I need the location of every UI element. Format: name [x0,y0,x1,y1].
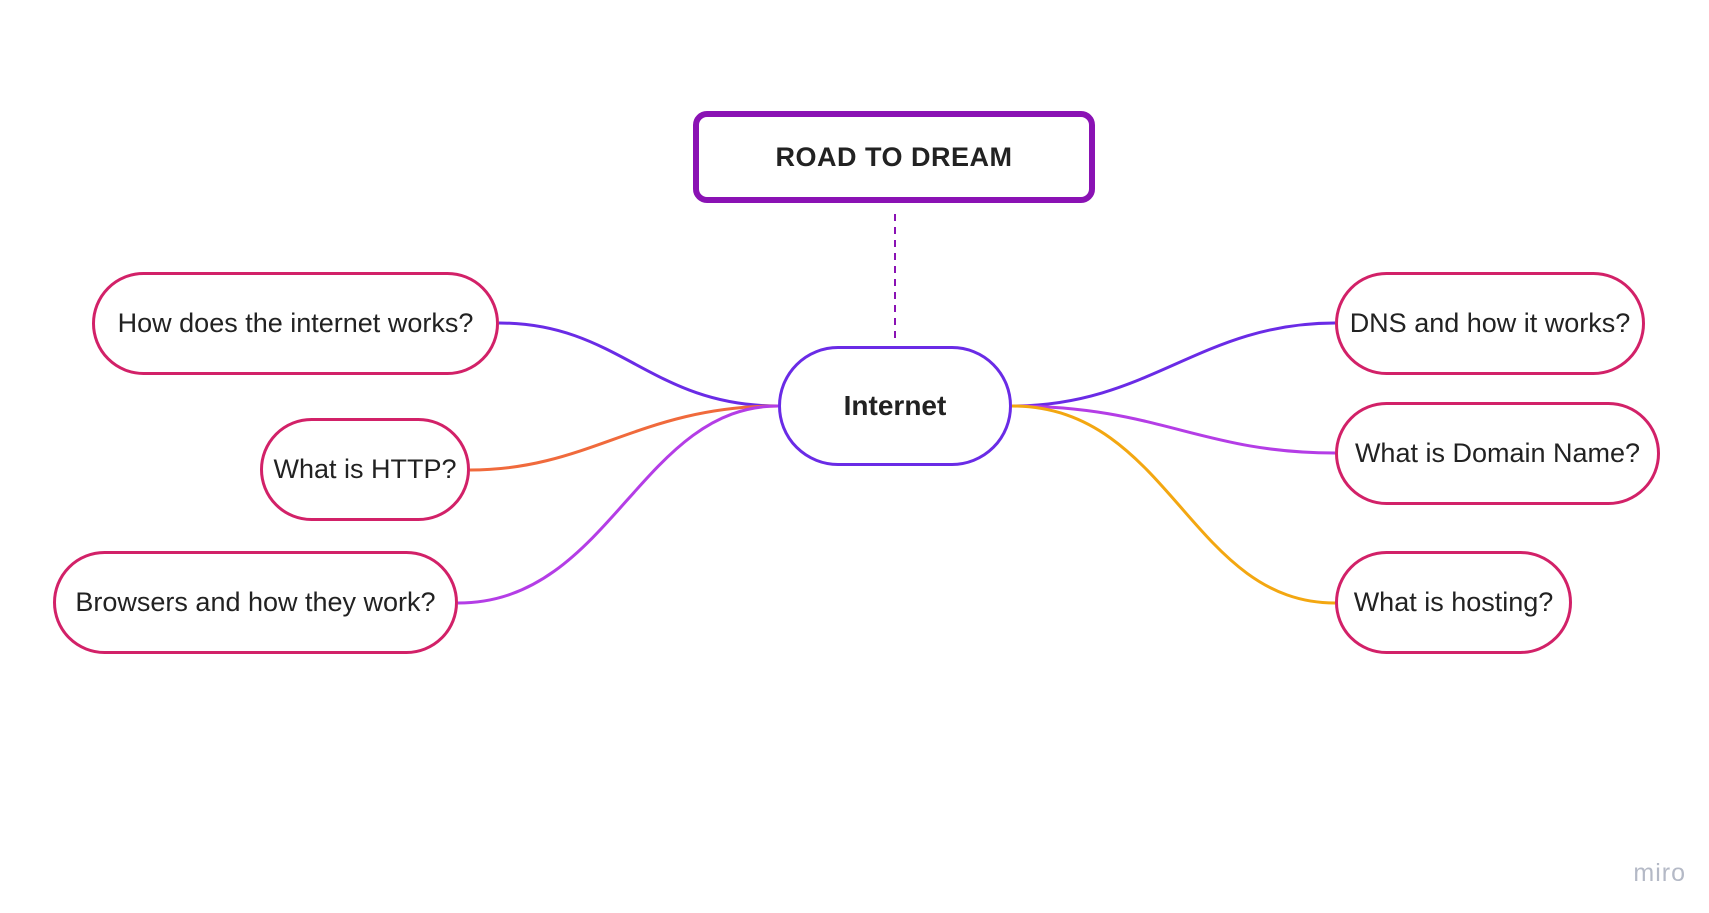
topic-label: DNS and how it works? [1349,308,1631,338]
topic-node-browsers[interactable]: Browsers and how they work? [53,551,458,654]
edge-domain [1011,404,1336,455]
root-node-road-to-dream[interactable]: ROAD TO DREAM [693,111,1095,203]
edge-hosting [1011,404,1336,605]
central-node-label: Internet [843,390,947,421]
edge-http [469,404,779,472]
topic-label: What is HTTP? [273,454,457,484]
topic-node-what-is-http[interactable]: What is HTTP? [260,418,470,521]
topic-node-hosting[interactable]: What is hosting? [1335,551,1572,654]
root-node-label: ROAD TO DREAM [775,141,1013,172]
central-node-internet[interactable]: Internet [778,346,1012,466]
topic-label: How does the internet works? [117,308,474,338]
edge-browsers [457,404,779,605]
edge-how-internet [498,321,779,408]
topic-node-domain-name[interactable]: What is Domain Name? [1335,402,1660,505]
topic-label: What is hosting? [1353,587,1554,617]
miro-watermark: miro [1633,859,1686,887]
topic-label: What is Domain Name? [1354,438,1641,468]
topic-node-how-internet-works[interactable]: How does the internet works? [92,272,499,375]
topic-label: Browsers and how they work? [75,587,436,617]
edge-dns [1011,321,1336,408]
topic-node-dns[interactable]: DNS and how it works? [1335,272,1645,375]
